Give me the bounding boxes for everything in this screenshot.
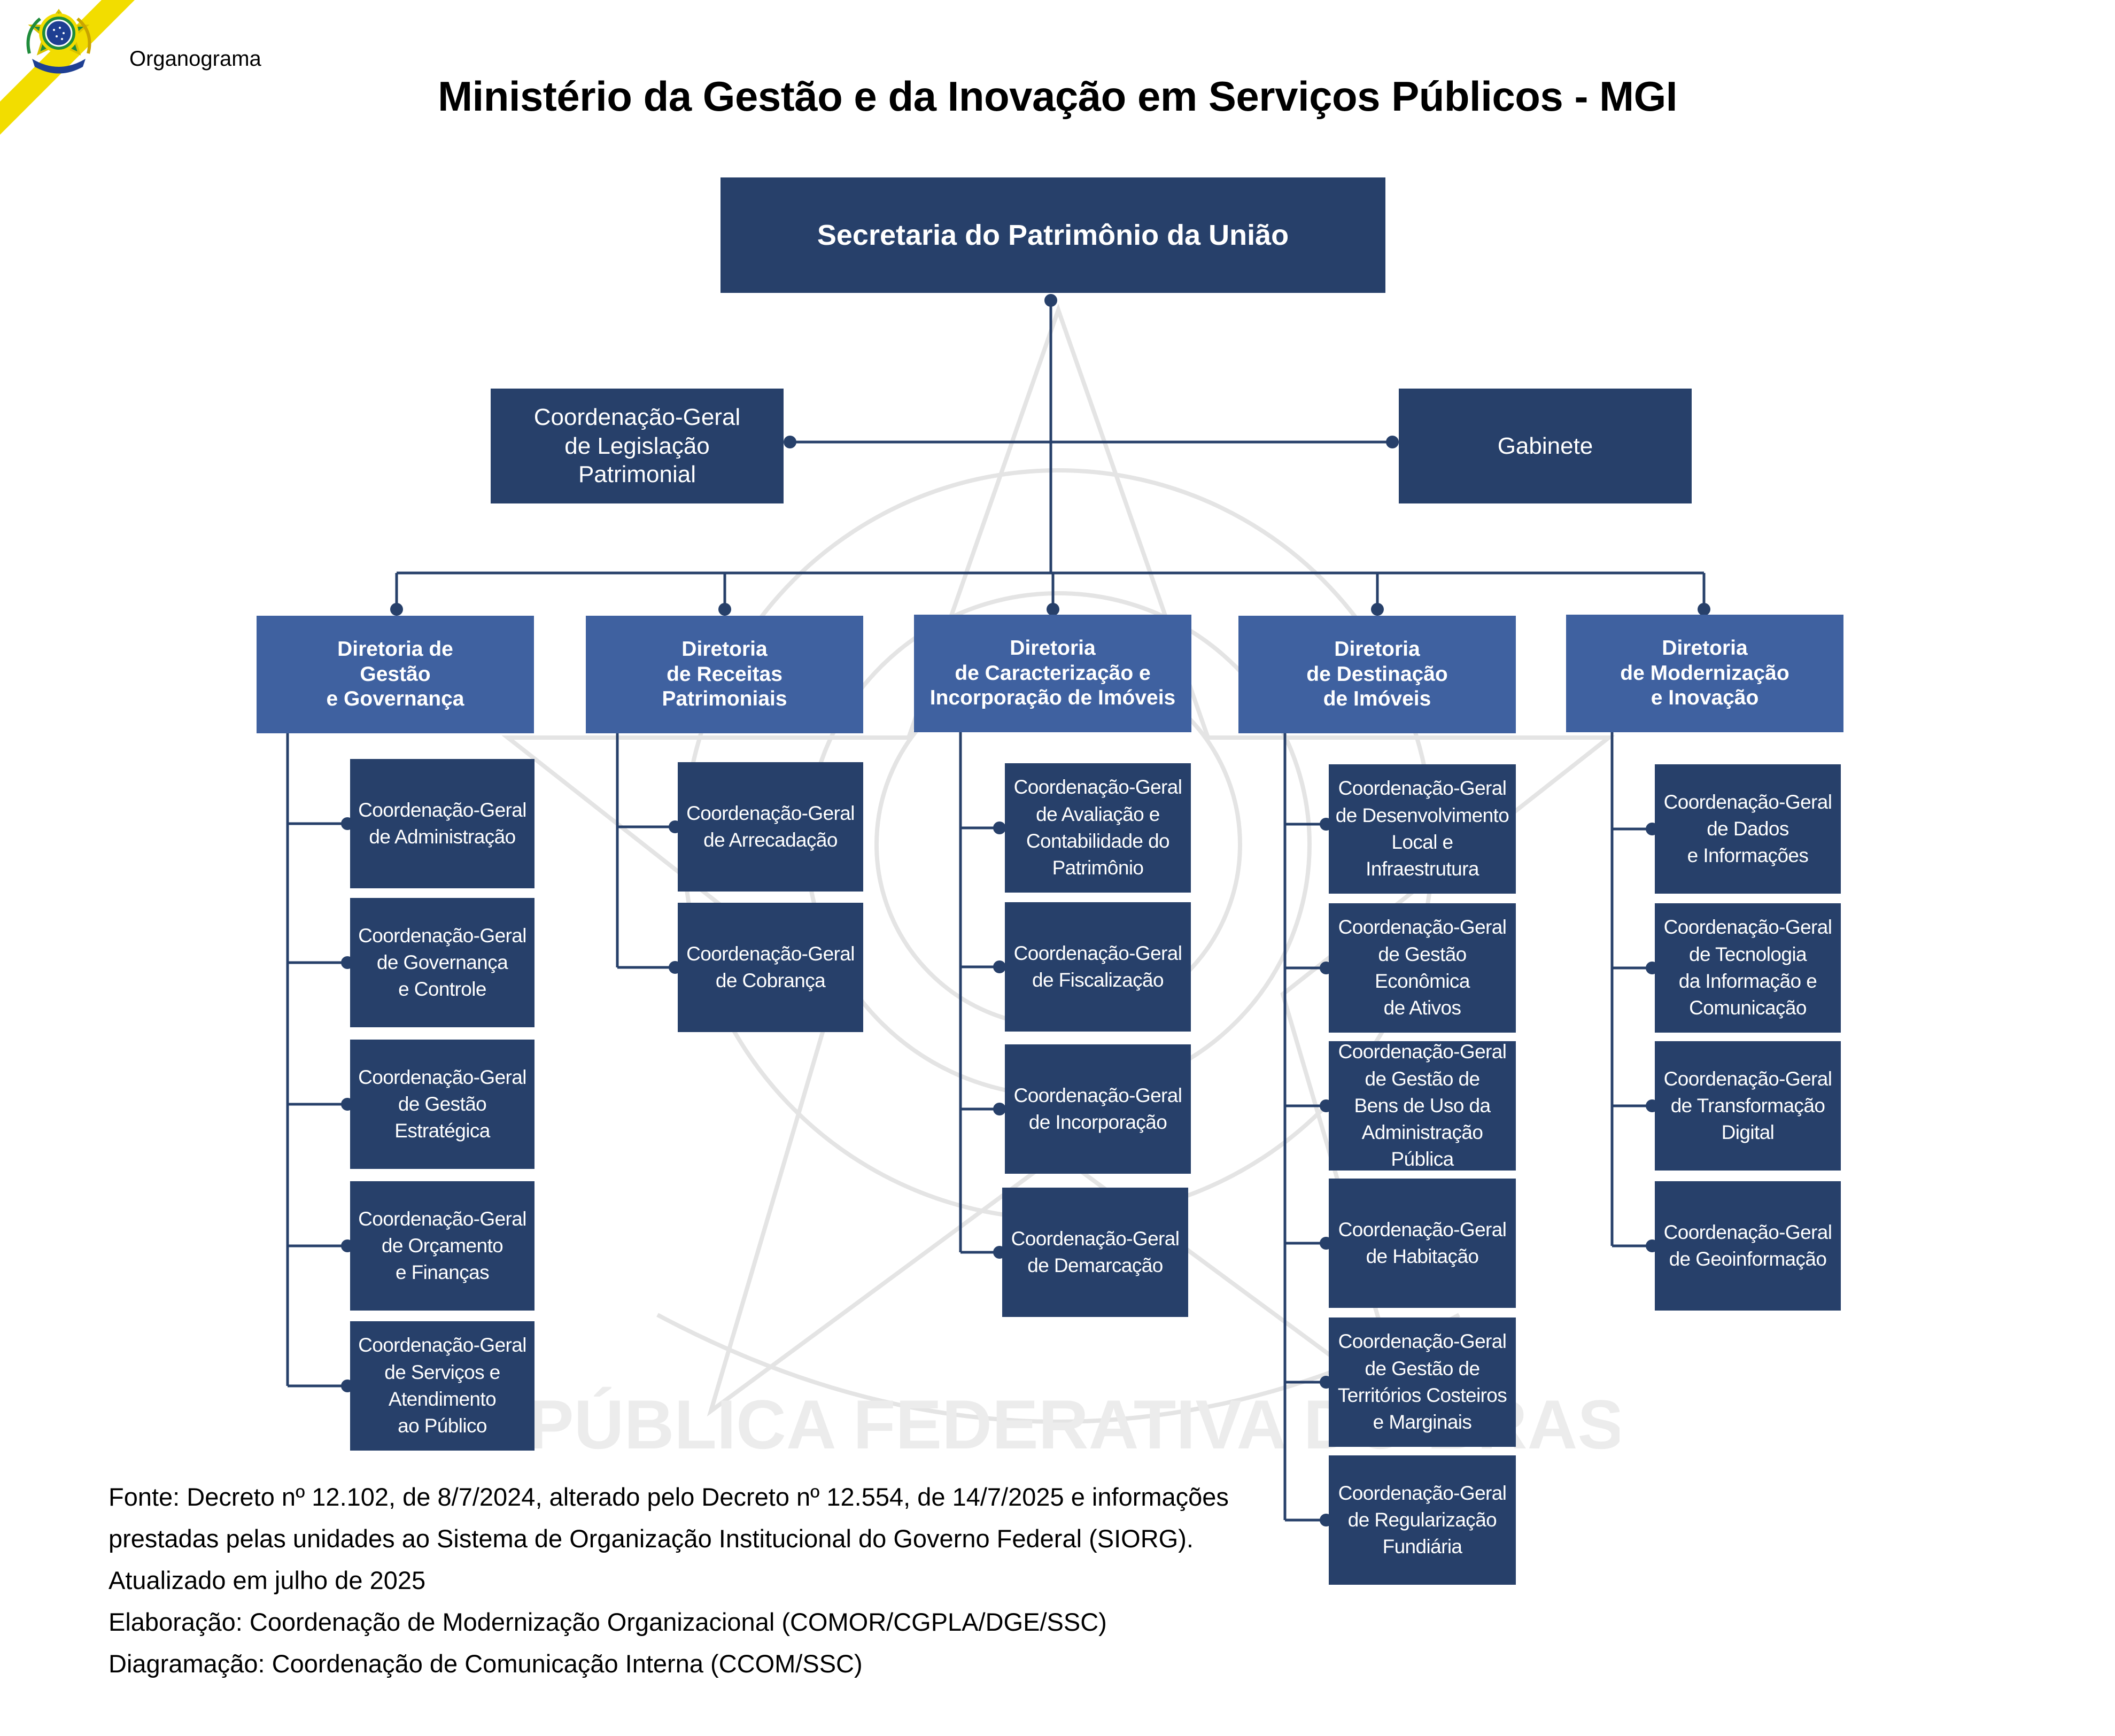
directorate-box: Diretoria de Gestão e Governança: [257, 616, 534, 733]
connector-dot: [1386, 436, 1399, 448]
coordination-unit-box: Coordenação-Geral de Gestão Estratégica: [350, 1040, 534, 1169]
coordination-unit-label: Coordenação-Geral de Geoinformação: [1663, 1221, 1832, 1270]
connector-dot: [1698, 603, 1710, 616]
connector-dot: [1371, 603, 1384, 616]
coordination-unit-box: Coordenação-Geral de Administração: [350, 759, 534, 888]
directorate-label: Diretoria de Receitas Patrimoniais: [662, 637, 787, 711]
connector-dot: [390, 603, 403, 616]
coordination-unit-box: Coordenação-Geral de Habitação: [1329, 1179, 1516, 1308]
coordination-unit-label: Coordenação-Geral de Gestão Estratégica: [358, 1066, 526, 1142]
directorate-label: Diretoria de Modernização e Inovação: [1620, 636, 1789, 710]
footnote-line: Fonte: Decreto nº 12.102, de 8/7/2024, a…: [109, 1483, 1229, 1511]
coordination-unit-label: Coordenação-Geral de Cobrança: [686, 942, 855, 991]
directorate-label: Diretoria de Caracterização e Incorporaç…: [929, 636, 1176, 710]
coordination-unit-label: Coordenação-Geral de Administração: [358, 799, 526, 848]
document-type-label: Organograma: [129, 47, 261, 71]
footnote-line: Atualizado em julho de 2025: [109, 1566, 426, 1594]
coordination-unit-label: Coordenação-Geral de Desenvolvimento Loc…: [1335, 777, 1509, 880]
footnotes: Fonte: Decreto nº 12.102, de 8/7/2024, a…: [109, 1476, 1229, 1685]
corner-brand-stripes: [0, 0, 135, 135]
coordination-unit-box: Coordenação-Geral de Arrecadação: [678, 762, 863, 892]
coordination-unit-label: Coordenação-Geral de Gestão de Territóri…: [1337, 1330, 1507, 1433]
directorate-label: Diretoria de Destinação de Imóveis: [1306, 637, 1448, 711]
coordination-unit-box: Coordenação-Geral de Orçamento e Finança…: [350, 1181, 534, 1311]
coordination-unit-box: Coordenação-Geral de Dados e Informações: [1655, 764, 1841, 894]
coordination-unit-box: Coordenação-Geral de Demarcação: [1002, 1188, 1188, 1317]
coordination-unit-box: Coordenação-Geral de Fiscalização: [1005, 902, 1191, 1032]
directorate-label: Diretoria de Gestão e Governança: [326, 637, 464, 711]
coordination-unit-label: Coordenação-Geral de Avaliação e Contabi…: [1013, 776, 1182, 879]
coordination-unit-label: Coordenação-Geral de Fiscalização: [1013, 942, 1182, 991]
coordination-unit-label: Coordenação-Geral de Incorporação: [1013, 1084, 1182, 1133]
connector-dot: [993, 1103, 1006, 1115]
coordination-unit-box: Coordenação-Geral de Desenvolvimento Loc…: [1329, 764, 1516, 894]
connector-dot: [1047, 603, 1059, 616]
legal-coordination-label: Coordenação-Geral de Legislação Patrimon…: [533, 404, 741, 488]
connector-dot: [718, 603, 731, 616]
coordination-unit-label: Coordenação-Geral de Regularização Fundi…: [1338, 1482, 1507, 1558]
coordination-unit-label: Coordenação-Geral de Demarcação: [1011, 1227, 1180, 1276]
coordination-unit-box: Coordenação-Geral de Avaliação e Contabi…: [1005, 763, 1191, 893]
connector-dot: [784, 436, 796, 448]
connector-dot: [1044, 294, 1057, 307]
coordination-unit-box: Coordenação-Geral de Transformação Digit…: [1655, 1041, 1841, 1171]
footnote-line: Diagramação: Coordenação de Comunicação …: [109, 1649, 863, 1678]
cabinet-label: Gabinete: [1497, 432, 1593, 459]
coordination-unit-box: Coordenação-Geral de Serviços e Atendime…: [350, 1321, 534, 1451]
coordination-unit-box: Coordenação-Geral de Geoinformação: [1655, 1181, 1841, 1311]
page-title: Ministério da Gestão e da Inovação em Se…: [438, 73, 1677, 120]
cabinet-box: Gabinete: [1399, 389, 1692, 503]
coordination-unit-label: Coordenação-Geral de Gestão de Bens de U…: [1338, 1041, 1507, 1171]
directorate-box: Diretoria de Caracterização e Incorporaç…: [914, 615, 1191, 732]
coordination-unit-label: Coordenação-Geral de Habitação: [1338, 1218, 1507, 1267]
coordination-unit-label: Coordenação-Geral de Transformação Digit…: [1663, 1067, 1832, 1144]
coordination-unit-box: Coordenação-Geral de Incorporação: [1005, 1044, 1191, 1174]
connector-dot: [993, 960, 1006, 973]
directorate-box: Diretoria de Destinação de Imóveis: [1238, 616, 1516, 733]
footnote-line: prestadas pelas unidades ao Sistema de O…: [109, 1524, 1194, 1553]
coordination-unit-label: Coordenação-Geral de Tecnologia da Infor…: [1663, 916, 1832, 1019]
coordination-unit-label: Coordenação-Geral de Serviços e Atendime…: [358, 1334, 526, 1437]
connector-dot: [993, 821, 1006, 834]
footnote-line: Elaboração: Coordenação de Modernização …: [109, 1608, 1107, 1636]
coordination-unit-label: Coordenação-Geral de Arrecadação: [686, 802, 855, 851]
coat-of-arms-logo: [26, 9, 91, 74]
coordination-unit-box: Coordenação-Geral de Cobrança: [678, 903, 863, 1032]
coordination-unit-box: Coordenação-Geral de Gestão de Territóri…: [1329, 1318, 1516, 1447]
coordination-unit-label: Coordenação-Geral de Governança e Contro…: [358, 924, 526, 1001]
coordination-unit-box: Coordenação-Geral de Regularização Fundi…: [1329, 1455, 1516, 1585]
coordination-unit-box: Coordenação-Geral de Governança e Contro…: [350, 898, 534, 1027]
legal-coordination-box: Coordenação-Geral de Legislação Patrimon…: [491, 389, 784, 503]
coordination-unit-box: Coordenação-Geral de Gestão de Bens de U…: [1329, 1041, 1516, 1171]
coordination-unit-label: Coordenação-Geral de Dados e Informações: [1663, 790, 1832, 867]
coordination-unit-box: Coordenação-Geral de Gestão Econômica de…: [1329, 903, 1516, 1033]
coordination-unit-box: Coordenação-Geral de Tecnologia da Infor…: [1655, 903, 1841, 1033]
coordination-unit-label: Coordenação-Geral de Orçamento e Finança…: [358, 1207, 526, 1284]
directorate-box: Diretoria de Receitas Patrimoniais: [586, 616, 863, 733]
coordination-unit-label: Coordenação-Geral de Gestão Econômica de…: [1338, 916, 1507, 1019]
directorate-box: Diretoria de Modernização e Inovação: [1566, 615, 1843, 732]
root-unit-label: Secretaria do Patrimônio da União: [817, 219, 1289, 251]
root-unit-box: Secretaria do Patrimônio da União: [721, 177, 1385, 293]
